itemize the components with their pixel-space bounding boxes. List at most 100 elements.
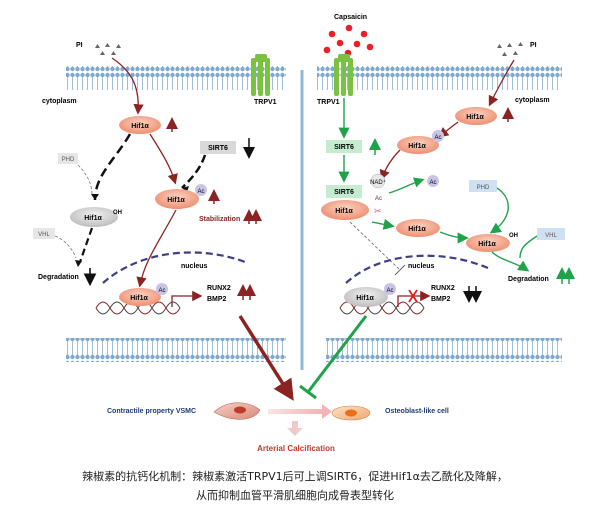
left-bmp2-text: BMP2 bbox=[207, 296, 227, 303]
right-hif1a-complex-text: Hif1α bbox=[335, 208, 353, 215]
right-hif1a-nuclear-text: Hif1α bbox=[356, 295, 374, 302]
left-hif1a-top bbox=[119, 116, 161, 134]
right-free-ac-circle bbox=[427, 175, 439, 187]
left-nucleus-envelope bbox=[102, 251, 246, 284]
left-vhl-box bbox=[33, 228, 55, 239]
contractile-cell bbox=[213, 402, 261, 420]
left-hif1a-oh-text: Hif1α bbox=[84, 215, 102, 222]
transition-arrow-body bbox=[268, 409, 322, 414]
left-cytoplasm-label: cytoplasm bbox=[42, 98, 77, 105]
left-top-membrane bbox=[66, 66, 286, 90]
caption-line-2: 从而抑制血管平滑肌细胞向成骨表型转化 bbox=[196, 489, 394, 502]
left-stabilization-text: Stabilization bbox=[199, 216, 240, 223]
right-dna-strand bbox=[339, 301, 425, 315]
left-nuclear-ac-text: Ac bbox=[158, 288, 165, 294]
right-hif1a-oh bbox=[466, 234, 510, 252]
right-trpv1-channel bbox=[334, 54, 353, 96]
right-vhl-arrow bbox=[519, 235, 538, 259]
right-vhl-box bbox=[537, 228, 565, 240]
left-oh-text: OH bbox=[113, 210, 122, 216]
left-trpv1-channel bbox=[251, 54, 270, 96]
left-dashed-arrow-to-oh bbox=[93, 133, 132, 201]
left-dna-strand bbox=[95, 301, 181, 315]
left-dashed-to-degradation bbox=[78, 227, 94, 263]
down-arrow-head bbox=[287, 428, 303, 436]
left-arrow-to-hif-ac bbox=[149, 133, 178, 185]
right-phd-box bbox=[469, 180, 497, 192]
left-sirt6-dashed bbox=[181, 154, 207, 189]
left-runx2-text: RUNX2 bbox=[207, 285, 231, 292]
right-arrow-ac-to-complex bbox=[379, 149, 401, 181]
figure-caption: 辣椒素的抗钙化机制：辣椒素激活TRPV1后可上调SIRT6，促进Hif1α去乙酰… bbox=[0, 467, 590, 505]
right-sirt6-complex-box bbox=[326, 185, 362, 198]
left-arrow-pi-hif bbox=[111, 57, 144, 115]
left-degradation-text: Degradation bbox=[38, 274, 79, 281]
right-trpv1-label: TRPV1 bbox=[317, 99, 340, 106]
capsaicin-text: Capsaicin bbox=[334, 14, 367, 21]
right-hif1a-ac-text: Hif1α bbox=[408, 143, 426, 150]
right-hif1a-oh-text: Hif1α bbox=[478, 241, 496, 248]
right-arrow-to-oh bbox=[439, 231, 469, 244]
left-phd-dashed bbox=[77, 164, 93, 196]
transition-arrow-head bbox=[322, 404, 332, 419]
left-big-arrow-to-calcification bbox=[238, 315, 294, 401]
right-nucleus-envelope bbox=[345, 254, 489, 284]
calcification-text: Arterial Calcification bbox=[257, 444, 335, 453]
left-sirt6-box bbox=[200, 141, 236, 154]
right-runx2-text: RUNX2 bbox=[431, 285, 455, 292]
right-arrow-pi-hif bbox=[488, 59, 515, 107]
right-arrow-to-free-ac bbox=[388, 177, 425, 194]
right-phd-text: PHD bbox=[477, 185, 490, 191]
right-nucleus-text: nucleus bbox=[408, 263, 435, 270]
right-ac-complex-text: Ac bbox=[375, 196, 382, 202]
right-inhibition-line bbox=[349, 221, 401, 271]
left-phd-text: PHD bbox=[62, 157, 75, 163]
right-block-x-icon bbox=[408, 289, 418, 303]
right-arrow-to-degradation bbox=[491, 251, 530, 272]
right-pi-label: PI bbox=[530, 42, 537, 49]
nad-text: NAD⁺ bbox=[370, 179, 386, 186]
right-oh-text: OH bbox=[509, 233, 518, 239]
left-hif1a-nuclear-text: Hif1α bbox=[130, 295, 148, 302]
right-phd-arrow bbox=[489, 187, 509, 234]
right-bmp2-text: BMP2 bbox=[431, 296, 451, 303]
left-ac-circle bbox=[195, 184, 207, 196]
left-hif1a-top-text: Hif1α bbox=[131, 123, 149, 130]
left-bottom-membrane bbox=[66, 338, 286, 362]
right-ac-circle bbox=[432, 130, 444, 142]
right-free-ac-text: Ac bbox=[429, 180, 436, 186]
right-arrow-to-deacetylated bbox=[371, 218, 395, 230]
osteoblast-text: Osteoblast-like cell bbox=[385, 408, 449, 415]
left-hif1a-ac bbox=[155, 189, 199, 209]
left-vhl-text: VHL bbox=[38, 232, 50, 238]
right-sirt6-text: SIRT6 bbox=[334, 144, 354, 151]
right-bottom-membrane bbox=[326, 338, 562, 362]
left-arrow-into-nucleus bbox=[136, 209, 177, 288]
right-transcription-arrow bbox=[397, 290, 431, 307]
right-hif1a-complex bbox=[321, 200, 369, 220]
capsaicin-dots bbox=[323, 24, 374, 57]
left-nuclear-ac-circle bbox=[156, 283, 168, 295]
right-vhl-text: VHL bbox=[545, 233, 557, 239]
right-hif1a-nuclear bbox=[344, 287, 388, 307]
right-nuclear-ac-circle bbox=[384, 283, 396, 295]
left-pi-label: PI bbox=[76, 42, 83, 49]
left-vhl-dashed bbox=[54, 235, 77, 259]
right-hif1a-ac bbox=[397, 136, 439, 154]
left-hif1a-nuclear bbox=[119, 288, 161, 306]
right-ac-text: Ac bbox=[434, 135, 441, 141]
right-hif1a-top bbox=[455, 107, 497, 125]
left-hif1a-oh bbox=[70, 207, 118, 227]
osteoblast-cell bbox=[331, 405, 371, 421]
right-cytoplasm-label: cytoplasm bbox=[515, 97, 550, 104]
right-hif1a-deacetylated-text: Hif1α bbox=[408, 226, 426, 233]
right-hif1a-deacetylated bbox=[396, 219, 440, 237]
nad-circle bbox=[370, 173, 386, 189]
right-big-inhibition-line bbox=[306, 315, 368, 393]
right-top-membrane bbox=[317, 66, 562, 90]
right-pi-dots bbox=[497, 42, 523, 56]
left-trpv1-label: TRPV1 bbox=[254, 99, 277, 106]
contractile-text: Contractile property VSMC bbox=[107, 408, 196, 415]
left-ac-text: Ac bbox=[197, 189, 204, 195]
left-sirt6-text: SIRT6 bbox=[208, 145, 228, 152]
